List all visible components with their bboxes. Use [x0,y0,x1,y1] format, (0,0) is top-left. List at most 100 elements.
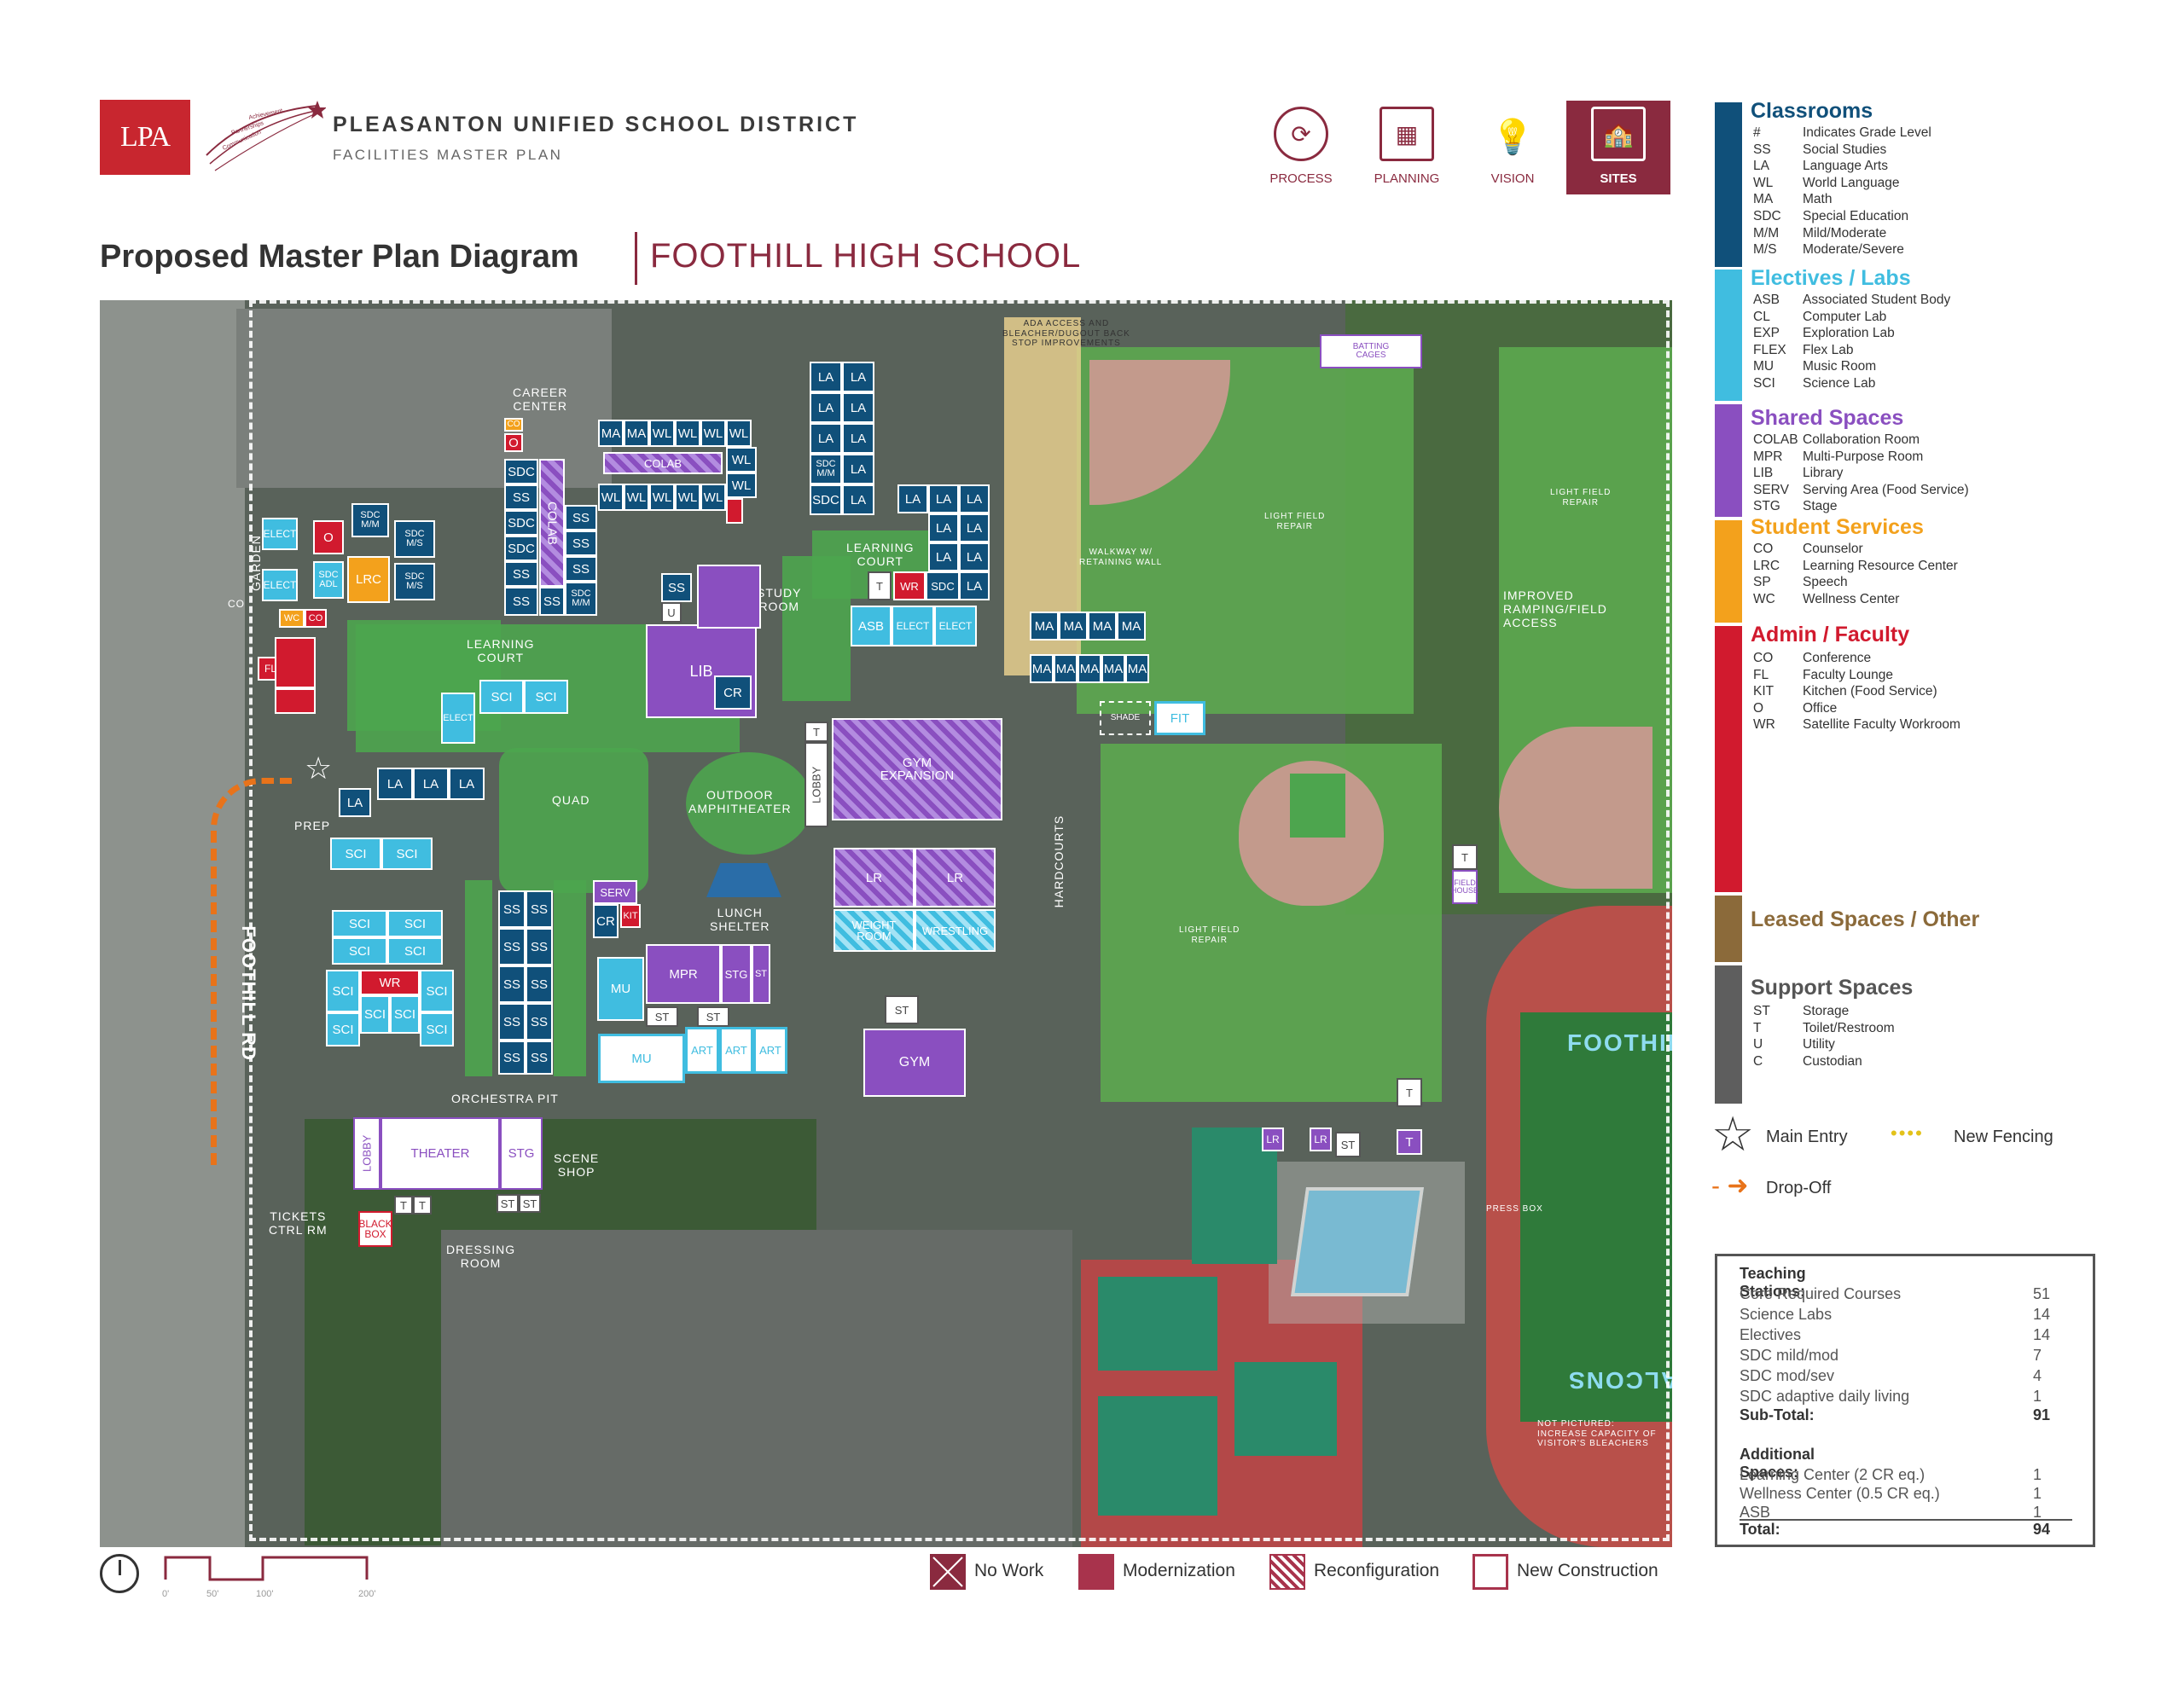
room-ma-4: MA [1117,612,1146,641]
room-admin-block [275,637,316,688]
room-la-n2: LA [842,362,874,392]
room-ss-s1: SS [498,890,526,928]
legend-desc: Special Education [1803,208,1909,223]
legend-title-electives: Electives / Labs [1751,266,1911,290]
room-wl-bottom-5: WL [700,484,726,511]
room-asb: ASB [851,606,892,646]
legend-desc: Wellness Center [1803,591,1900,606]
label-walkway: WALKWAY W/ RETAINING WALL [1079,548,1163,567]
room-mpr: MPR [646,944,721,1004]
nav-process[interactable]: ⟳ PROCESS [1249,101,1353,194]
quad-lawn [499,748,648,893]
lpa-tagline-swoosh: Achievement Partnerships Communication [206,101,326,171]
parking-lot-south [441,1230,1072,1547]
room-sci-w10: SCI [420,1012,454,1046]
lpa-logo: LPA [100,100,190,175]
legend-desc: Associated Student Body [1803,293,1951,307]
nav-planning[interactable]: ▦ PLANNING [1355,101,1459,194]
legend-code: SS [1753,142,1771,157]
legend-desc: Kitchen (Food Service) [1803,684,1937,699]
legend-desc: Science Lab [1803,375,1876,391]
room-sdc-mm-c9: SDC M/M [565,582,597,616]
ts-value: 51 [2033,1285,2051,1302]
nav-sites[interactable]: 🏫 SITES [1566,101,1670,194]
label-study-room: STUDY ROOM [757,586,802,614]
label-learning-court-north: LEARNING COURT [846,541,915,569]
room-la-e7: LA [959,542,990,571]
teaching-stations-box: Teaching Stations: Core Required Courses… [1715,1254,2095,1547]
scale-bar: 0' 50' 100' 200' [162,1556,375,1599]
legend-code: # [1753,125,1761,140]
room-la-s3: LA [449,768,485,800]
ts-heading: Teaching Stations: [1740,1265,1806,1300]
legend-code: LIB [1753,466,1774,481]
pool-deck [1269,1162,1465,1324]
room-serv: SERV [593,880,637,904]
room-lrc: LRC [347,556,390,603]
room-st-theater-1: ST [497,1194,519,1213]
room-la-e5: LA [959,513,990,542]
amphitheater-lawn [686,752,812,855]
room-la-e2: LA [928,484,959,513]
room-sdc-e9: SDC [926,571,960,600]
room-la-n6: LA [842,423,874,454]
nav-vision[interactable]: 💡 VISION [1461,101,1565,194]
key-reconfiguration-label: Reconfiguration [1314,1561,1440,1580]
room-sci-w1: SCI [332,910,387,937]
legend-desc: Social Studies [1803,142,1887,157]
legend-desc: Flex Lab [1803,342,1854,357]
room-lr-gym-2: LR [915,848,996,907]
legend-code: MA [1753,192,1774,207]
room-t-field: T [1452,844,1478,870]
room-la-n8: LA [842,484,874,515]
ts-additional-row: Learning Center (2 CR eq.) 1 [1740,1466,2064,1484]
new-fencing-label: New Fencing [1954,1128,2053,1146]
room-st-mpr: ST [752,944,770,1004]
label-prep: PREP [294,819,331,832]
room-theater: THEATER [380,1117,500,1190]
room-admin-small [275,688,316,714]
legend-title-leased: Leased Spaces / Other [1751,907,1980,931]
room-batting-cages: BATTING CAGES [1320,334,1422,368]
legend-desc: Stage [1803,499,1838,514]
legend-code: C [1753,1053,1763,1069]
ts-label: Learning Center (2 CR eq.) [1740,1466,1926,1483]
ts-label: SDC adaptive daily living [1740,1388,1910,1405]
ts-additional-heading: Additional Spaces: [1740,1446,1815,1481]
room-sci-n2: SCI [524,680,568,714]
title-divider [635,232,637,285]
room-sdc-mm-la: SDC M/M [810,454,842,484]
label-lunch-shelter: LUNCH SHELTER [710,906,770,934]
label-learning-court-main: LEARNING COURT [467,637,535,665]
ts-label: Electives [1740,1326,1802,1343]
room-la-e8: LA [959,571,990,600]
room-sci-w6: SCI [420,970,454,1012]
room-la-s2: LA [413,768,449,800]
legend-code: SCI [1753,375,1775,391]
legend-title-student: Student Services [1751,515,1924,539]
room-wr-north: WR [893,571,926,600]
room-wl-right-1: WL [726,447,757,472]
legend-code: U [1753,1037,1763,1052]
ts-value: 1 [2033,1466,2042,1483]
room-ss-s3: SS [498,928,526,965]
label-co-admin-side: CO [228,598,245,610]
legend-desc: Collaboration Room [1803,432,1920,447]
legend-desc: Moderate/Severe [1803,242,1904,258]
legend-code: CO [1753,651,1774,665]
room-ma-top-2: MA [624,420,649,447]
